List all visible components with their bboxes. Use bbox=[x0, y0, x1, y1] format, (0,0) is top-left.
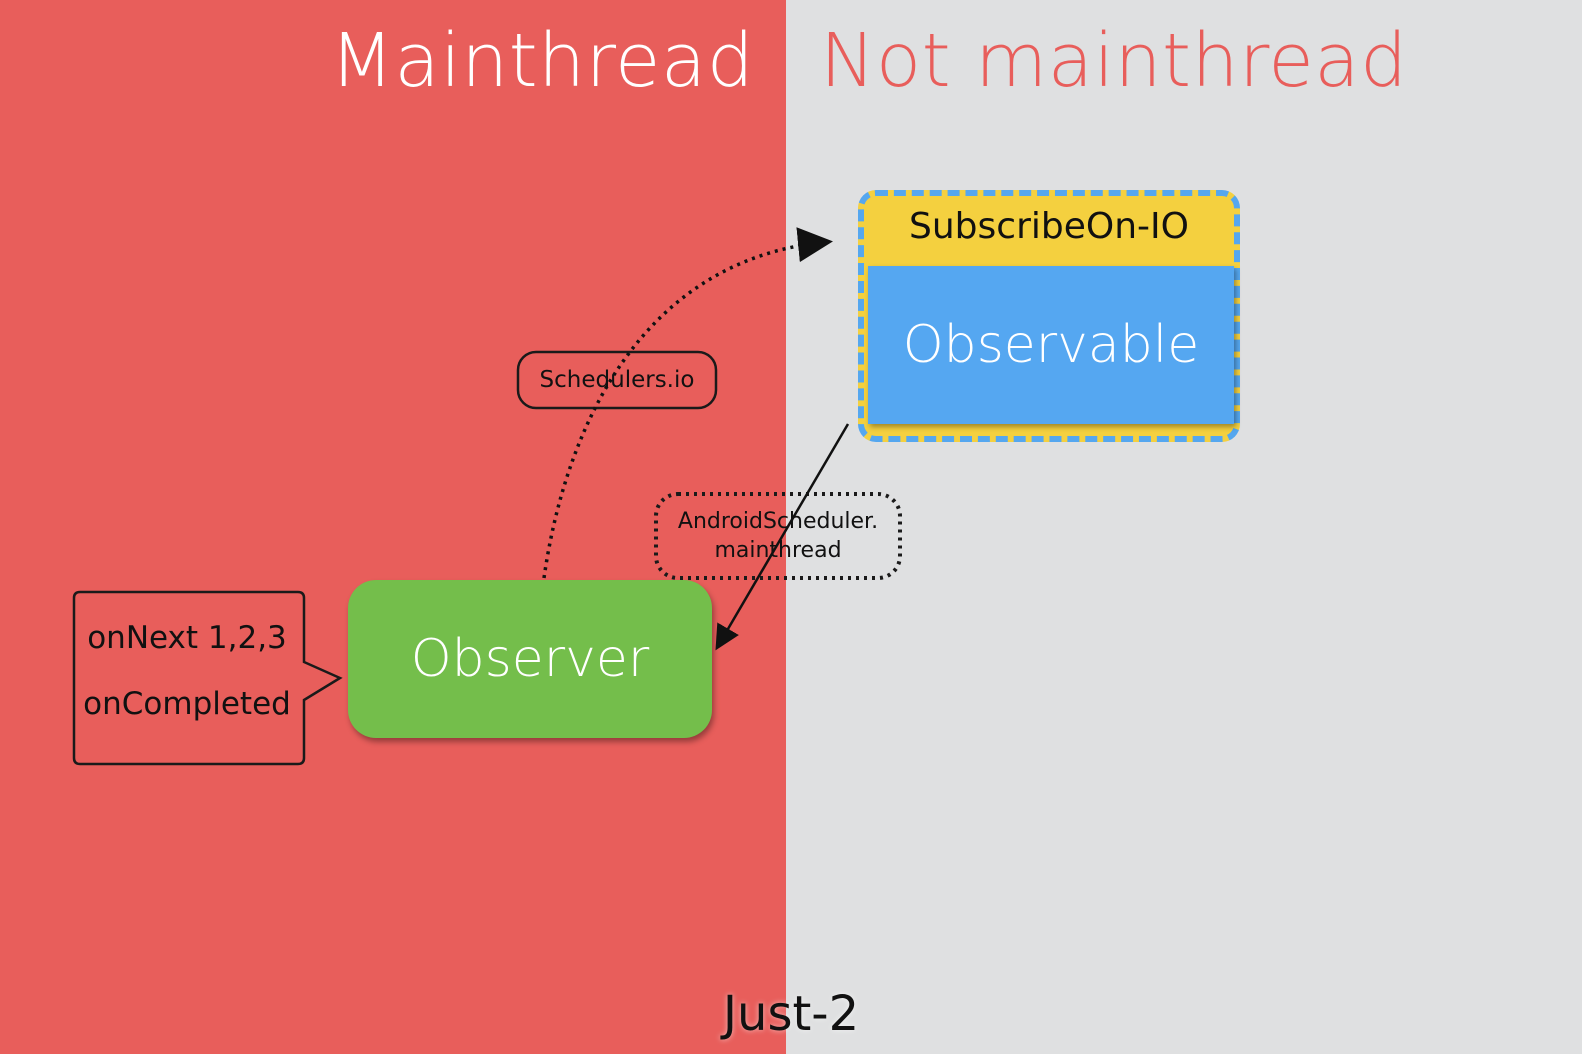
not-mainthread-zone bbox=[786, 0, 1582, 1054]
observable-label: Observable bbox=[902, 315, 1200, 375]
schedulers-io-label: Schedulers.io bbox=[518, 352, 716, 408]
observer-label: Observer bbox=[410, 629, 650, 689]
slide-footer-title: Just-2 bbox=[722, 986, 860, 1042]
android-scheduler-line2: mainthread bbox=[714, 538, 842, 563]
subscribe-on-io-label: SubscribeOn-IO bbox=[909, 206, 1189, 247]
callout-onnext-text: onNext 1,2,3 bbox=[87, 620, 287, 656]
callout-oncompleted-text: onCompleted bbox=[83, 686, 291, 722]
observer-node: Observer bbox=[348, 580, 712, 738]
schedulers-io-text: Schedulers.io bbox=[539, 367, 695, 393]
mainthread-title: Mainthread bbox=[330, 18, 755, 104]
android-scheduler-label: AndroidScheduler. mainthread bbox=[656, 494, 900, 578]
observable-node: Observable bbox=[868, 266, 1234, 424]
android-scheduler-line1: AndroidScheduler. bbox=[677, 509, 879, 534]
not-mainthread-title: Not mainthread bbox=[820, 18, 1408, 104]
